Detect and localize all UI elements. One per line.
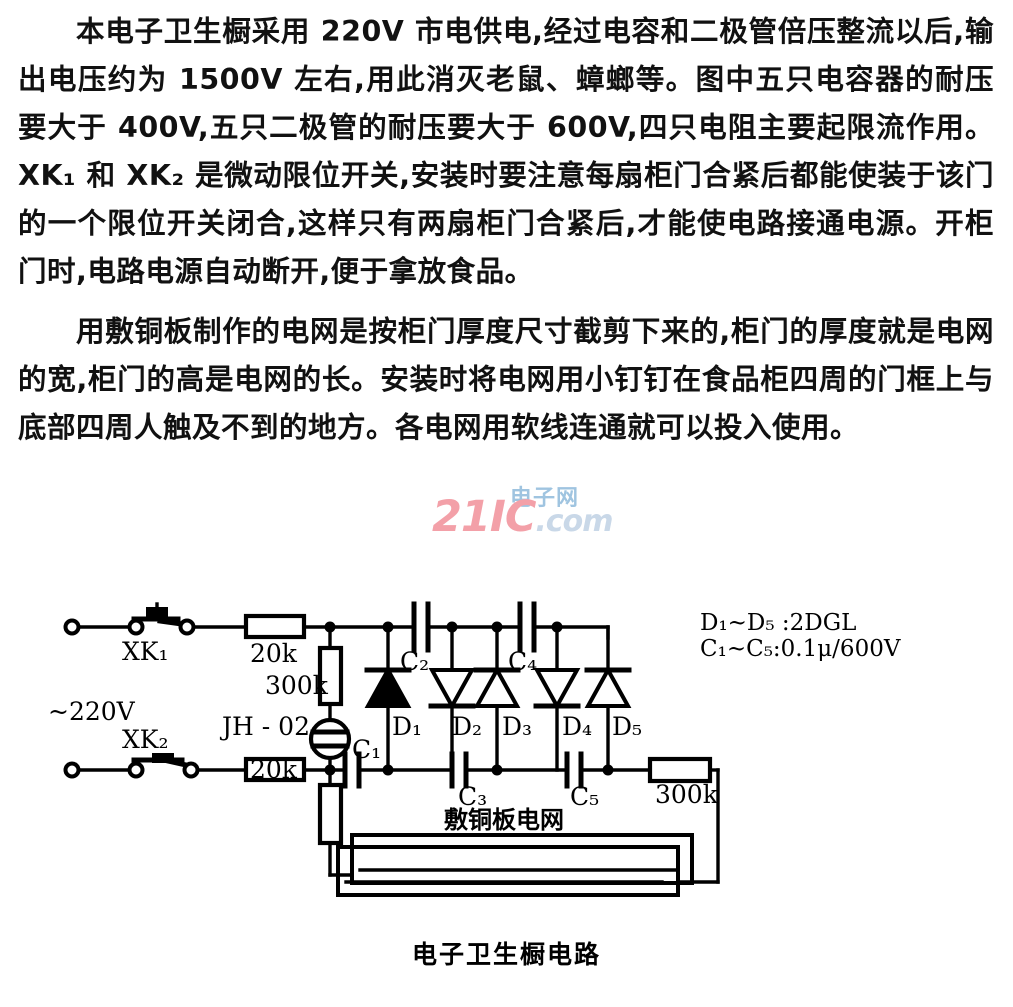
diode-d3 — [473, 625, 521, 772]
switch-xk2 — [131, 753, 189, 768]
terminal-top-left — [63, 618, 81, 636]
label-source: ~220V — [48, 697, 136, 726]
resistor-300k-right — [647, 756, 713, 784]
watermark-domain-suffix: .com — [535, 504, 613, 539]
label-copper-grid: 敷铜板电网 — [444, 806, 564, 834]
switch2-terminal-a — [127, 761, 145, 779]
label-d3: D₃ — [502, 712, 532, 741]
switch2-terminal-b — [182, 761, 200, 779]
label-c4: C₄ — [508, 647, 537, 676]
label-d4: D₄ — [562, 712, 592, 741]
label-d5: D₅ — [612, 712, 642, 741]
article-body: 本电子卫生橱采用 220V 市电供电,经过电容和二极管倍压整流以后,输出电压约为… — [18, 8, 994, 454]
label-c2: C₂ — [400, 647, 429, 676]
capacitor-c1 — [328, 751, 390, 789]
label-d1: D₁ — [392, 712, 422, 741]
legend-capacitors: C₁~C₅:0.1μ/600V — [700, 636, 901, 662]
label-r300k-left: 300k — [265, 671, 329, 700]
terminal-bottom-left — [63, 761, 81, 779]
capacitor-c2 — [386, 601, 454, 653]
diode-d1 — [364, 625, 412, 772]
switch-xk1 — [131, 602, 185, 627]
neon-lamp-jh02 — [308, 717, 352, 761]
watermark-brand-text: 21IC — [432, 492, 536, 542]
switch1-terminal-b — [178, 618, 196, 636]
label-r300k-right: 300k — [655, 780, 719, 809]
watermark-brand: 21IC.com — [432, 492, 613, 542]
paragraph-1: 本电子卫生橱采用 220V 市电供电,经过电容和二极管倍压整流以后,输出电压约为… — [18, 15, 994, 288]
resistor-grid-feed — [317, 782, 344, 846]
legend-diodes: D₁~D₅ :2DGL — [700, 610, 856, 636]
label-c3: C₃ — [458, 782, 487, 811]
copper-grid-panel — [336, 833, 694, 897]
resistor-20k-top — [243, 613, 307, 640]
label-r20k-top: 20k — [250, 639, 298, 668]
paragraph-2: 用敷铜板制作的电网是按柜门厚度尺寸截剪下来的,柜门的厚度就是电网的宽,柜门的高是… — [18, 315, 994, 444]
diode-d2 — [428, 625, 476, 772]
figure-caption: 电子卫生橱电路 — [411, 940, 601, 969]
watermark-cn-text: 电子网 — [510, 486, 580, 511]
label-jh02: JH - 02 — [219, 712, 310, 741]
label-r20k-bottom: 20k — [250, 755, 298, 784]
label-xk1: XK₁ — [122, 637, 169, 666]
diode-d5 — [584, 625, 632, 772]
label-xk2: XK₂ — [122, 725, 169, 754]
label-c5: C₅ — [570, 782, 599, 811]
diode-d4 — [533, 625, 581, 772]
circuit-schematic: .w { stroke:#000; stroke-width:3.4; fill… — [0, 580, 1013, 1007]
capacitor-c4 — [495, 601, 559, 653]
watermark: 电子网 21IC.com — [432, 478, 662, 558]
switch1-terminal-a — [127, 618, 145, 636]
label-d2: D₂ — [452, 712, 482, 741]
label-c1: C₁ — [352, 735, 381, 764]
